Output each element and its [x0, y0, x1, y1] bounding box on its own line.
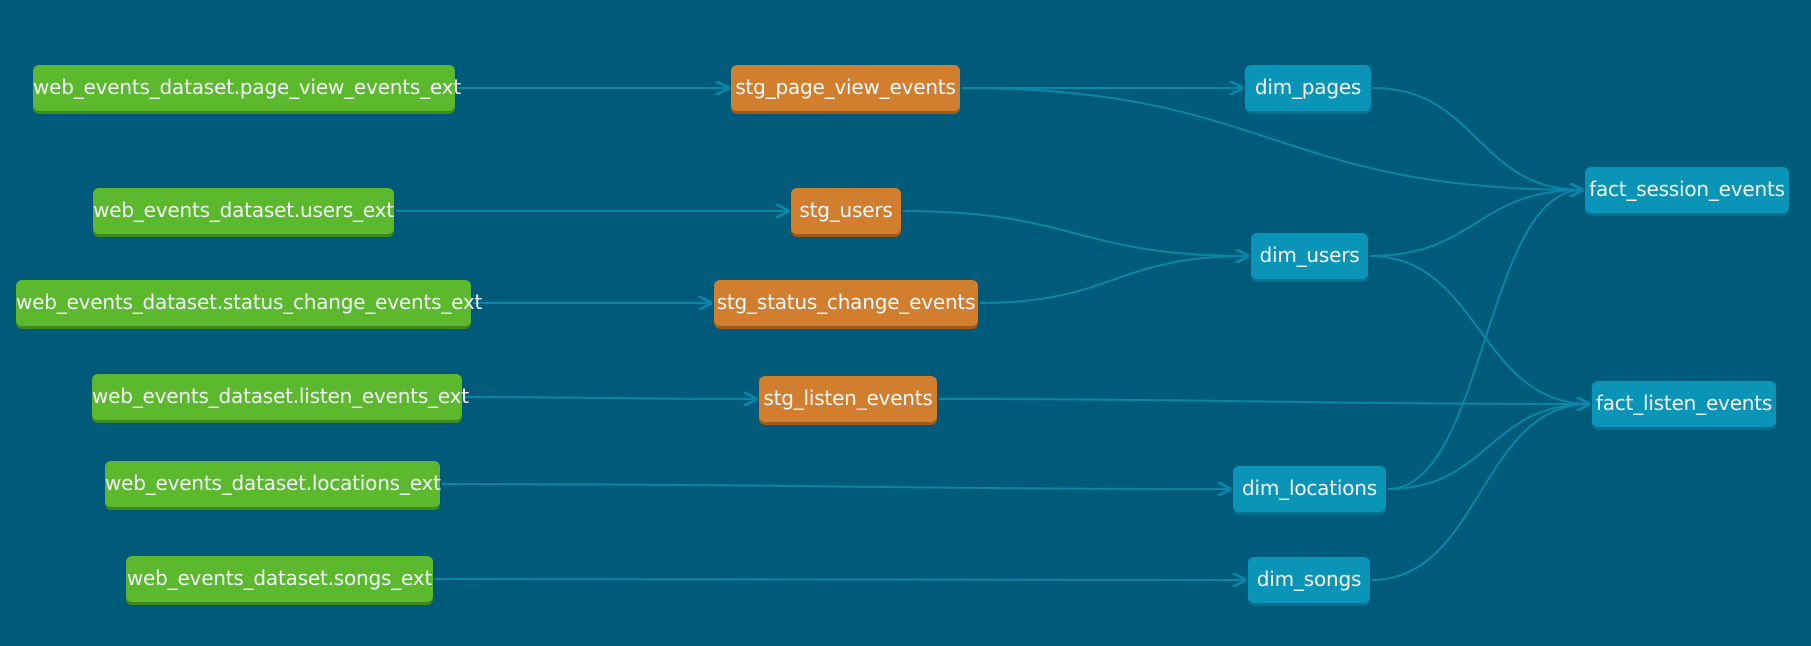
edge-src_songs-to-dim_songs [434, 579, 1245, 580]
edge-stg_page_view-to-fact_session [961, 87, 1582, 190]
node-stg-status-change-events[interactable]: stg_status_change_events [714, 280, 978, 326]
node-dim-songs[interactable]: dim_songs [1248, 557, 1370, 603]
node-dim-users[interactable]: dim_users [1251, 233, 1368, 279]
edge-stg_users-to-dim_users [902, 210, 1248, 256]
edge-stg_listen-to-fact_listen [938, 399, 1589, 404]
edge-dim_locations-to-fact_listen [1387, 404, 1589, 490]
node-web-events-status-change-events-ext[interactable]: web_events_dataset.status_change_events_… [16, 280, 482, 326]
node-web-events-locations-ext[interactable]: web_events_dataset.locations_ext [105, 461, 441, 507]
edge-dim_pages-to-fact_session [1372, 87, 1582, 190]
node-stg-listen-events[interactable]: stg_listen_events [759, 376, 937, 422]
edge-stg_status_change-to-dim_users [979, 256, 1248, 304]
edge-dim_songs-to-fact_listen [1371, 404, 1589, 581]
edge-dim_users-to-fact_session [1369, 190, 1582, 257]
node-dim-locations[interactable]: dim_locations [1233, 466, 1386, 512]
node-fact-session-events[interactable]: fact_session_events [1585, 167, 1789, 213]
edge-src_listen-to-stg_listen [463, 397, 756, 399]
edge-dim_users-to-fact_listen [1369, 255, 1589, 404]
node-web-events-songs-ext[interactable]: web_events_dataset.songs_ext [126, 556, 433, 602]
node-web-events-users-ext[interactable]: web_events_dataset.users_ext [93, 188, 394, 234]
node-fact-listen-events[interactable]: fact_listen_events [1592, 381, 1776, 427]
node-dim-pages[interactable]: dim_pages [1245, 65, 1371, 111]
node-stg-users[interactable]: stg_users [791, 188, 901, 234]
edge-src_locations-to-dim_locations [441, 484, 1230, 489]
node-web-events-listen-events-ext[interactable]: web_events_dataset.listen_events_ext [92, 374, 469, 420]
node-stg-page-view-events[interactable]: stg_page_view_events [731, 65, 960, 111]
edge-dim_locations-to-fact_session [1387, 190, 1582, 490]
node-web-events-page-view-events-ext[interactable]: web_events_dataset.page_view_events_ext [33, 65, 461, 111]
